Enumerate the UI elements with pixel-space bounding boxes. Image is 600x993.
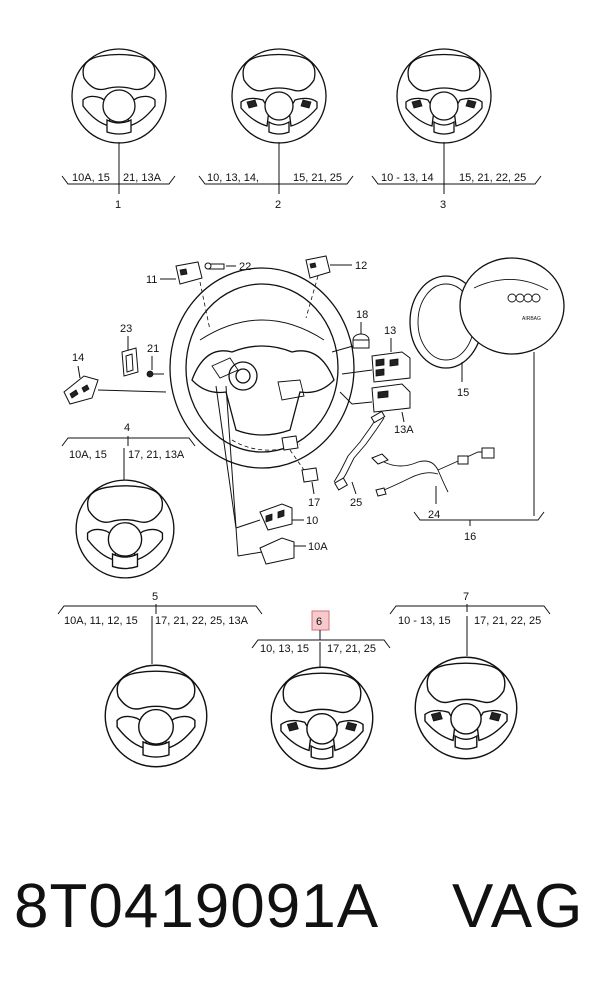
variant-7-number: 7 <box>463 591 469 603</box>
part-label-12: 12 <box>355 260 367 272</box>
variant-2: 10, 13, 14, 15, 21, 25 2 <box>198 48 354 211</box>
part-21: 21 <box>146 343 164 378</box>
part-label-22: 22 <box>239 261 251 273</box>
part-label-11: 11 <box>146 274 157 286</box>
part-label-15: 15 <box>457 387 469 399</box>
svg-text:AIRBAG: AIRBAG <box>522 316 541 322</box>
part-13A: 13A <box>339 383 414 436</box>
part-14: 14 <box>63 352 167 405</box>
variant-2-number: 2 <box>275 199 281 211</box>
part-label-18: 18 <box>356 309 368 321</box>
part-24-cable: 24 <box>371 447 495 521</box>
variant-2-left-parts: 10, 13, 14, <box>207 172 259 184</box>
part-label-14: 14 <box>72 352 84 364</box>
variant-5-number: 5 <box>152 591 158 603</box>
part-label-17: 17 <box>308 497 320 509</box>
part-17: 17 <box>281 435 320 509</box>
variant-1-number: 1 <box>115 199 121 211</box>
part-23: 23 <box>120 323 139 377</box>
exploded-parts-diagram: 10A, 15 21, 13A 1 10, 13, 14, 15, 21, 25… <box>57 48 565 770</box>
variant-7-right-parts: 17, 21, 22, 25 <box>474 615 541 627</box>
variant-4: 4 10A, 15 17, 21, 13A <box>61 422 196 579</box>
main-steering-wheel <box>169 267 355 469</box>
part-label-16: 16 <box>464 531 476 543</box>
part-label-10: 10 <box>306 515 318 527</box>
part-12: 12 <box>305 255 367 319</box>
part-number-caption: 8T0419091A <box>14 872 380 941</box>
part-label-21: 21 <box>147 343 159 355</box>
variant-2-right-parts: 15, 21, 25 <box>293 172 342 184</box>
variant-6: 6 10, 13, 15 17, 21, 25 <box>251 610 391 770</box>
part-25-harness: 25 <box>333 410 386 509</box>
variant-3: 10 - 13, 14 15, 21, 22, 25 3 <box>371 48 542 211</box>
variant-7: 7 10 - 13, 15 17, 21, 22, 25 <box>389 591 551 760</box>
part-18: 18 <box>331 309 370 353</box>
variant-5-left-parts: 10A, 11, 12, 15 <box>64 615 138 627</box>
variant-5: 5 10A, 11, 12, 15 17, 21, 22, 25, 13A <box>57 591 263 768</box>
part-13: 13 <box>341 325 411 383</box>
variant-6-left-parts: 10, 13, 15 <box>260 643 309 655</box>
variant-5-right-parts: 17, 21, 22, 25, 13A <box>155 615 249 627</box>
part-16-group: 16 <box>413 511 545 543</box>
part-label-10A: 10A <box>308 541 328 553</box>
brand-caption: VAG <box>452 872 585 941</box>
part-15-airbag: AIRBAG 15 <box>409 257 565 516</box>
leader-lines-10 <box>215 385 263 557</box>
variant-3-left-parts: 10 - 13, 14 <box>381 172 434 184</box>
variant-1: 10A, 15 21, 13A 1 <box>61 48 176 211</box>
part-label-24: 24 <box>428 509 440 521</box>
variant-3-right-parts: 15, 21, 22, 25 <box>459 172 526 184</box>
variant-3-number: 3 <box>440 199 446 211</box>
variant-6-number: 6 <box>316 616 322 628</box>
part-22: 22 <box>204 261 251 273</box>
part-10A: 10A <box>259 537 328 565</box>
part-label-23: 23 <box>120 323 132 335</box>
part-label-13A: 13A <box>394 424 414 436</box>
variant-4-left-parts: 10A, 15 <box>69 449 107 461</box>
variant-1-right-parts: 21, 13A <box>123 172 162 184</box>
variant-1-left-parts: 10A, 15 <box>72 172 110 184</box>
part-label-13: 13 <box>384 325 396 337</box>
part-11: 11 <box>146 261 211 331</box>
variant-4-number: 4 <box>124 422 130 434</box>
part-label-25: 25 <box>350 497 362 509</box>
variant-7-left-parts: 10 - 13, 15 <box>398 615 451 627</box>
variant-4-right-parts: 17, 21, 13A <box>128 449 185 461</box>
variant-6-right-parts: 17, 21, 25 <box>327 643 376 655</box>
part-10: 10 <box>259 503 318 531</box>
